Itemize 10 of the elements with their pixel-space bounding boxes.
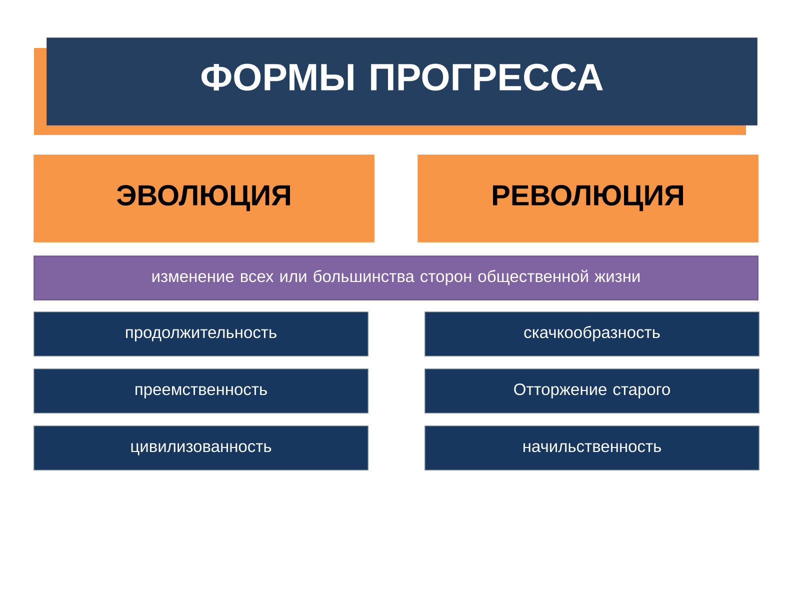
title-box: ФОРМЫ ПРОГРЕССА xyxy=(46,38,758,126)
feature-box: преемственность xyxy=(34,368,368,414)
feature-box: начильственность xyxy=(424,426,760,470)
feature-box: продолжительность xyxy=(34,312,368,356)
feature-band: изменение всех или большинства сторон общественной жизни xyxy=(34,256,758,300)
feature-box: скачкообразность xyxy=(424,312,760,356)
feature-box: Отторжение старого xyxy=(424,368,760,414)
feature-box: цивилизованность xyxy=(34,426,368,470)
category-box: ЭВОЛЮЦИЯ xyxy=(34,154,374,242)
category-box: РЕВОЛЮЦИЯ xyxy=(418,154,758,242)
